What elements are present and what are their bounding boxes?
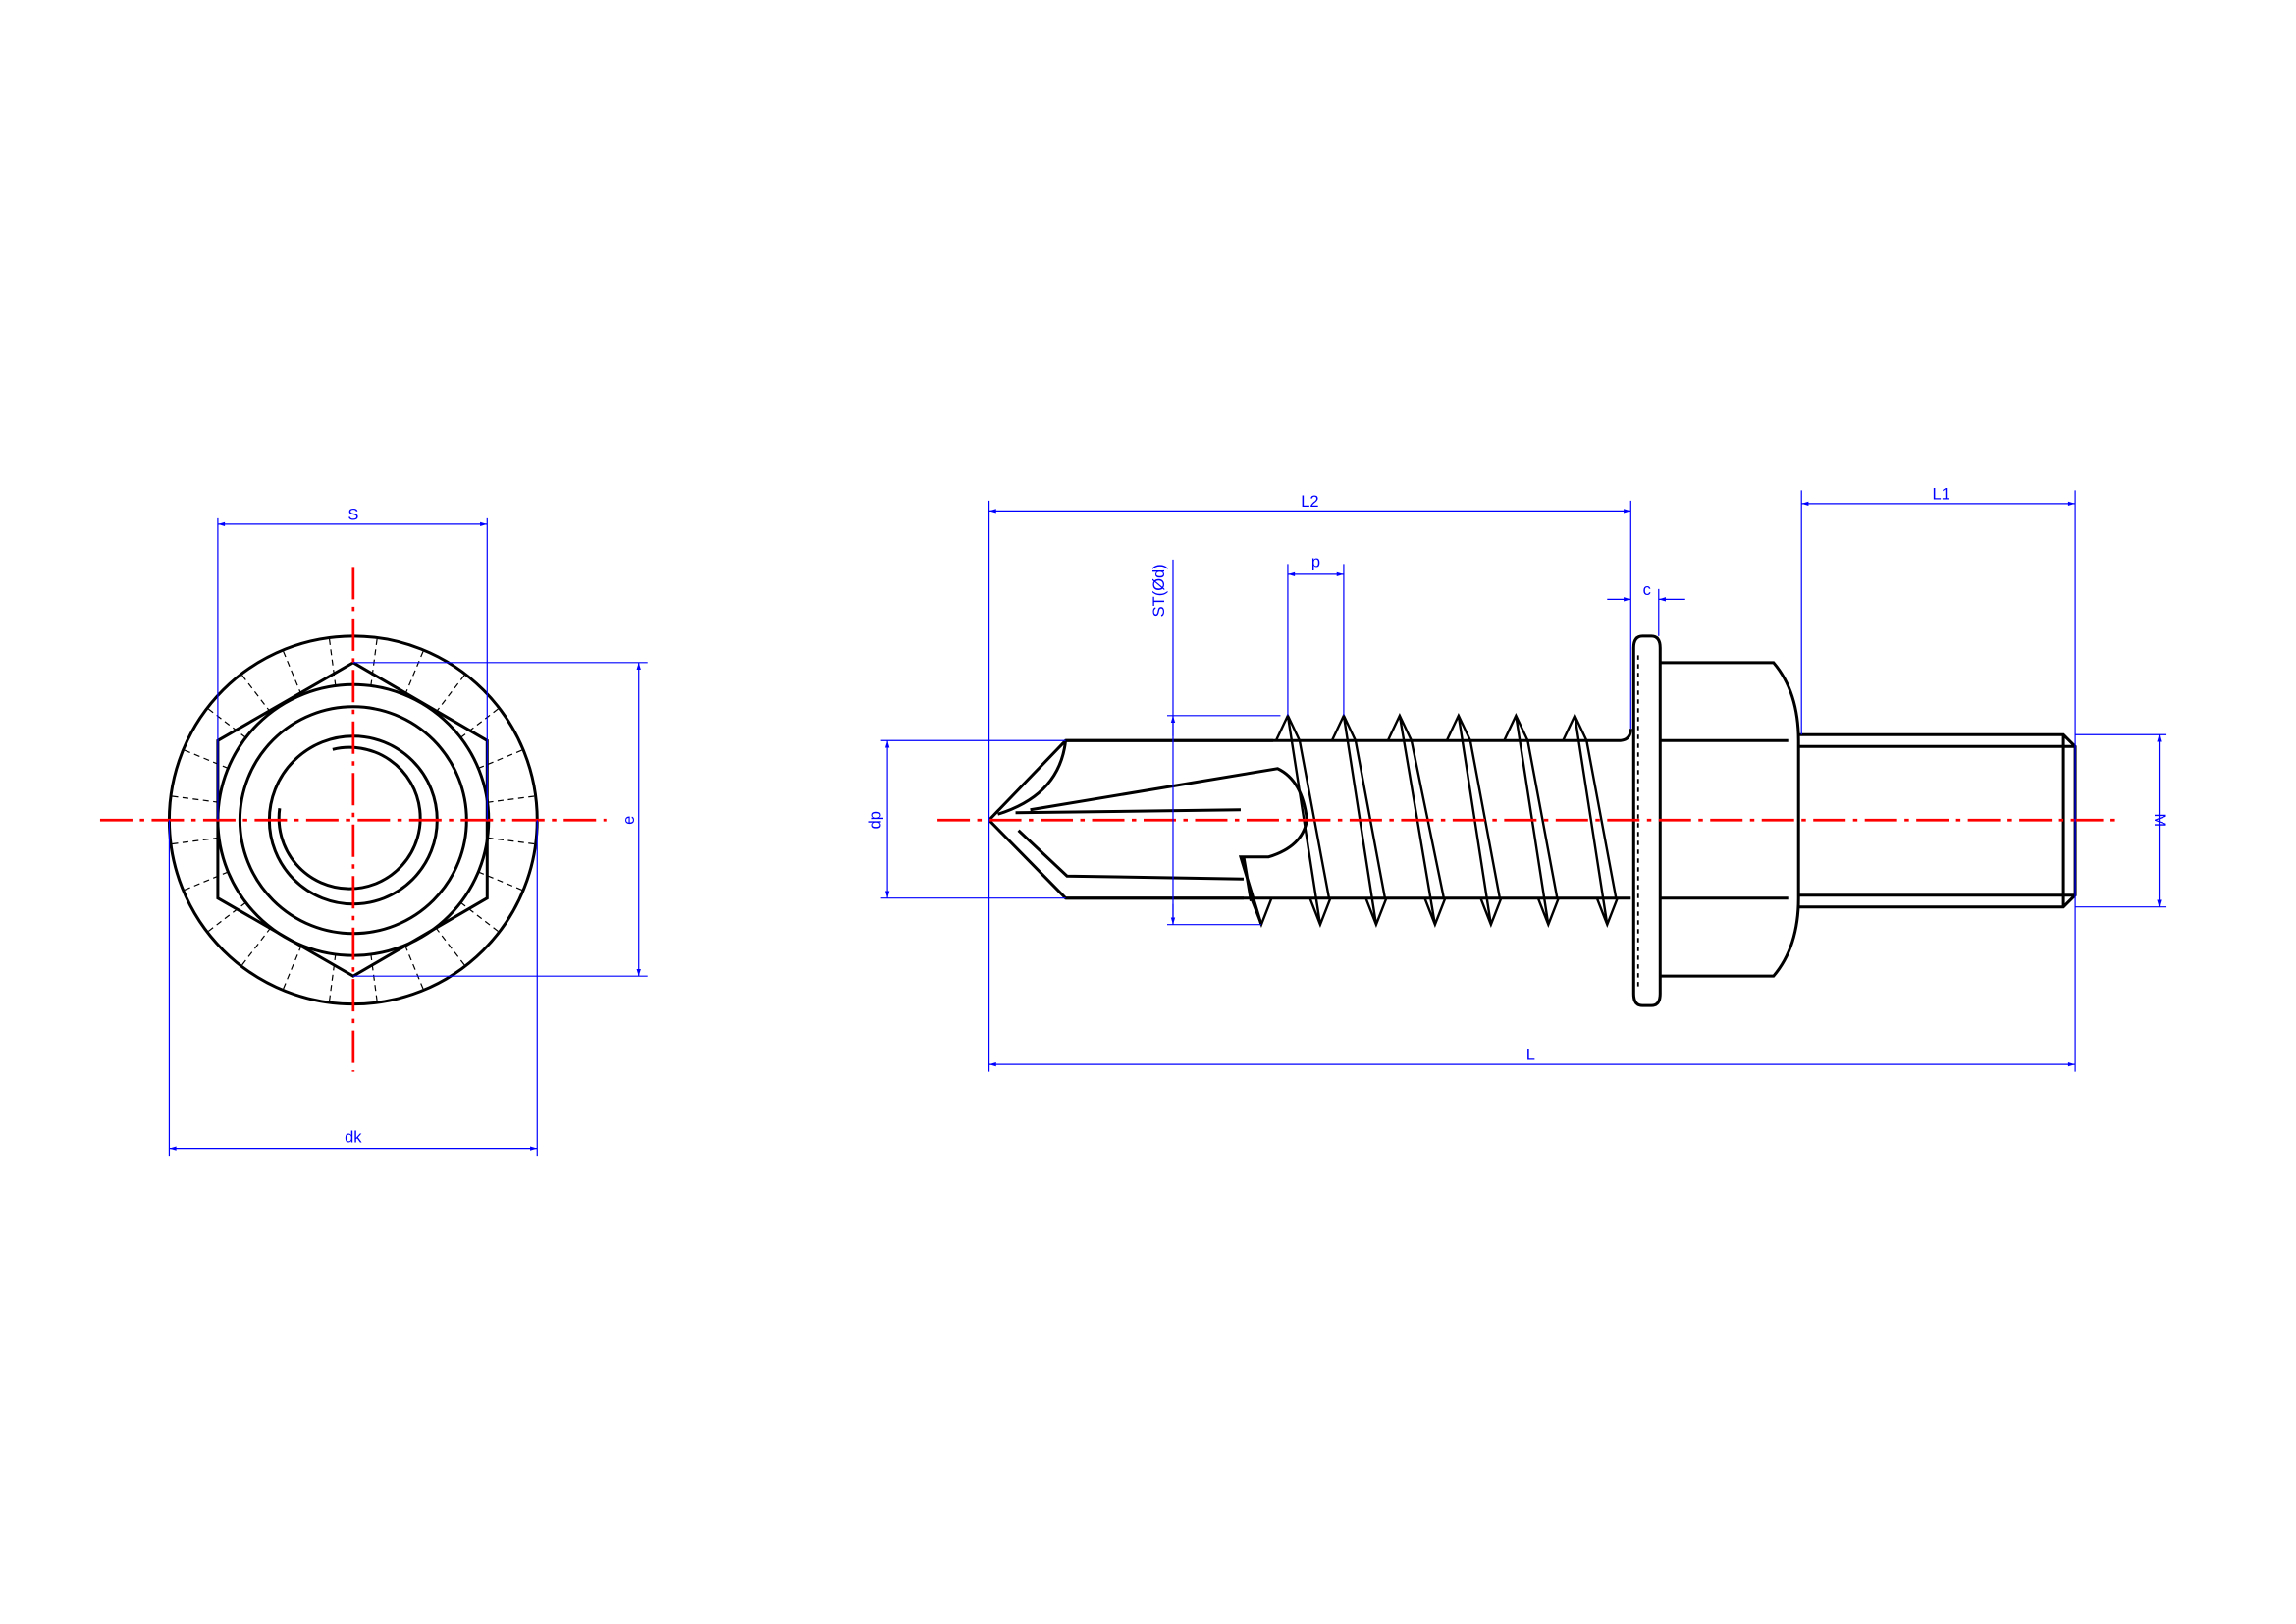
serration-line <box>170 837 220 845</box>
end-view: S e dk <box>99 506 648 1157</box>
drill-flute <box>997 740 1308 926</box>
serration-line <box>459 707 500 738</box>
serration-line <box>282 945 302 991</box>
dimension-label-l2: L2 <box>1301 493 1318 511</box>
side-view: L2 L1 L p c ST(Ød) <box>867 485 2168 1072</box>
thread-circle <box>267 734 439 906</box>
serration-line <box>240 927 272 967</box>
serration-line <box>183 748 229 770</box>
dimension-c: c <box>1607 581 1685 636</box>
dimension-label-dp: dp <box>867 811 884 829</box>
dimension-s: S <box>217 506 488 821</box>
dimension-st: ST(Ød) <box>1150 559 1281 926</box>
serration-line <box>170 795 220 803</box>
thread-spiral <box>277 745 422 891</box>
serration-line <box>183 871 229 892</box>
serration-line <box>478 871 524 892</box>
flange-serrations <box>170 637 536 1003</box>
dimension-m: M <box>2075 733 2168 908</box>
serration-line <box>240 674 272 714</box>
dimension-dk: dk <box>168 820 538 1157</box>
serration-line <box>206 901 246 933</box>
serration-line <box>282 649 302 696</box>
serration-line <box>206 707 246 738</box>
dimension-label-l: L <box>1526 1047 1535 1064</box>
dimension-l2: L2 <box>988 493 1631 1072</box>
serration-line <box>328 953 337 1003</box>
serration-line <box>487 837 536 845</box>
serration-line <box>435 927 466 967</box>
dimension-label-e: e <box>620 816 638 825</box>
dimension-e: e <box>352 662 648 977</box>
serration-line <box>478 748 524 770</box>
dimension-label-st: ST(Ød) <box>1150 564 1168 617</box>
dimension-l1: L1 <box>1800 485 2076 1072</box>
dimension-label-m: M <box>2151 813 2168 827</box>
shank-outline <box>1065 729 1632 900</box>
flange <box>1631 634 1662 1007</box>
dimension-label-l1: L1 <box>1932 485 1949 503</box>
dimension-label-p: p <box>1311 553 1320 570</box>
serration-line <box>370 637 378 686</box>
serration-line <box>370 953 378 1003</box>
dimension-label-s: S <box>347 506 358 523</box>
dimension-label-c: c <box>1643 581 1651 599</box>
serration-line <box>487 795 536 803</box>
dimension-l: L <box>988 1047 2076 1067</box>
dimension-label-dk: dk <box>345 1129 362 1147</box>
serration-line <box>328 637 337 686</box>
hex-head <box>1660 661 1800 978</box>
serration-line <box>459 901 500 933</box>
serration-line <box>404 649 425 696</box>
serration-line <box>435 674 466 714</box>
dimension-dp: dp <box>867 739 1066 899</box>
serration-line <box>404 945 425 991</box>
dimension-p: p <box>1287 553 1345 716</box>
